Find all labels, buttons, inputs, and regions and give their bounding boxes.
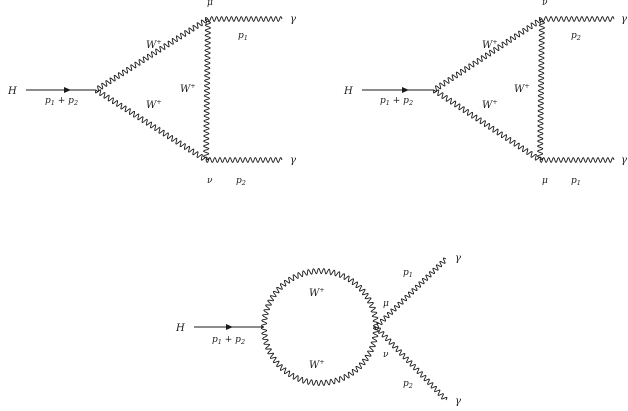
arrow-icon xyxy=(64,87,71,93)
momentum-top-label: p1 xyxy=(238,31,248,42)
index-top-label: ν xyxy=(542,0,548,8)
w-upper-label: W+ xyxy=(146,38,162,51)
photon-line-lower xyxy=(374,326,448,401)
photon-top-label: γ xyxy=(621,14,627,25)
w-propagator-lower-left xyxy=(95,89,207,161)
momentum-bottom-label: p2 xyxy=(236,176,246,187)
w-propagator-vertical-left xyxy=(203,18,211,161)
photon-upper-label: γ xyxy=(455,253,461,264)
photon-line-upper xyxy=(375,257,447,329)
diagram-left: H p1 + p2 W+ W+ W+ μ ν γ γ p1 p2 xyxy=(7,0,296,187)
momentum-top-label: p2 xyxy=(571,31,581,42)
higgs-label: H xyxy=(343,86,353,97)
w-upper-label: W+ xyxy=(482,38,498,51)
momentum-in-label: p1 + p2 xyxy=(212,335,245,346)
w-lower-label: W+ xyxy=(146,98,162,111)
w-upper-label: W+ xyxy=(309,286,325,299)
index-top-label: μ xyxy=(207,0,213,8)
higgs-label: H xyxy=(7,86,17,97)
index-bottom-label: μ xyxy=(542,176,548,186)
w-loop-upper xyxy=(260,267,379,328)
w-propagator-upper-right xyxy=(433,17,543,92)
momentum-upper-label: p1 xyxy=(403,268,413,279)
momentum-lower-label: p2 xyxy=(403,379,413,390)
arrow-icon xyxy=(226,324,233,330)
index-lower-label: ν xyxy=(383,350,389,360)
momentum-in-label: p1 + p2 xyxy=(380,96,413,107)
w-loop-lower xyxy=(260,326,379,387)
photon-top-label: γ xyxy=(290,14,296,25)
higgs-label: H xyxy=(175,323,185,334)
w-lower-label: W+ xyxy=(482,98,498,111)
w-vertical-label: W+ xyxy=(180,82,196,95)
photon-lower-label: γ xyxy=(455,396,461,407)
arrow-icon xyxy=(402,87,409,93)
momentum-in-label: p1 + p2 xyxy=(45,96,78,107)
photon-bottom-label: γ xyxy=(621,155,627,166)
index-bottom-label: ν xyxy=(207,176,213,186)
photon-line-top-left xyxy=(207,16,283,22)
index-upper-label: μ xyxy=(383,299,389,309)
w-propagator-lower-right xyxy=(433,89,541,161)
w-propagator-upper-left xyxy=(95,17,209,92)
w-propagator-vertical-right xyxy=(537,18,545,161)
w-lower-label: W+ xyxy=(309,358,325,371)
photon-line-bottom-left xyxy=(205,157,283,163)
diagram-right: H p1 + p2 W+ W+ W+ ν μ γ γ p2 p1 xyxy=(343,0,627,187)
w-vertical-label: W+ xyxy=(514,82,530,95)
diagram-bottom: H p1 + p2 W+ W+ μ ν p1 p2 γ γ xyxy=(175,253,461,407)
photon-bottom-label: γ xyxy=(290,155,296,166)
momentum-bottom-label: p1 xyxy=(571,176,581,187)
photon-line-bottom-right xyxy=(539,157,615,163)
photon-line-top-right xyxy=(541,16,615,22)
